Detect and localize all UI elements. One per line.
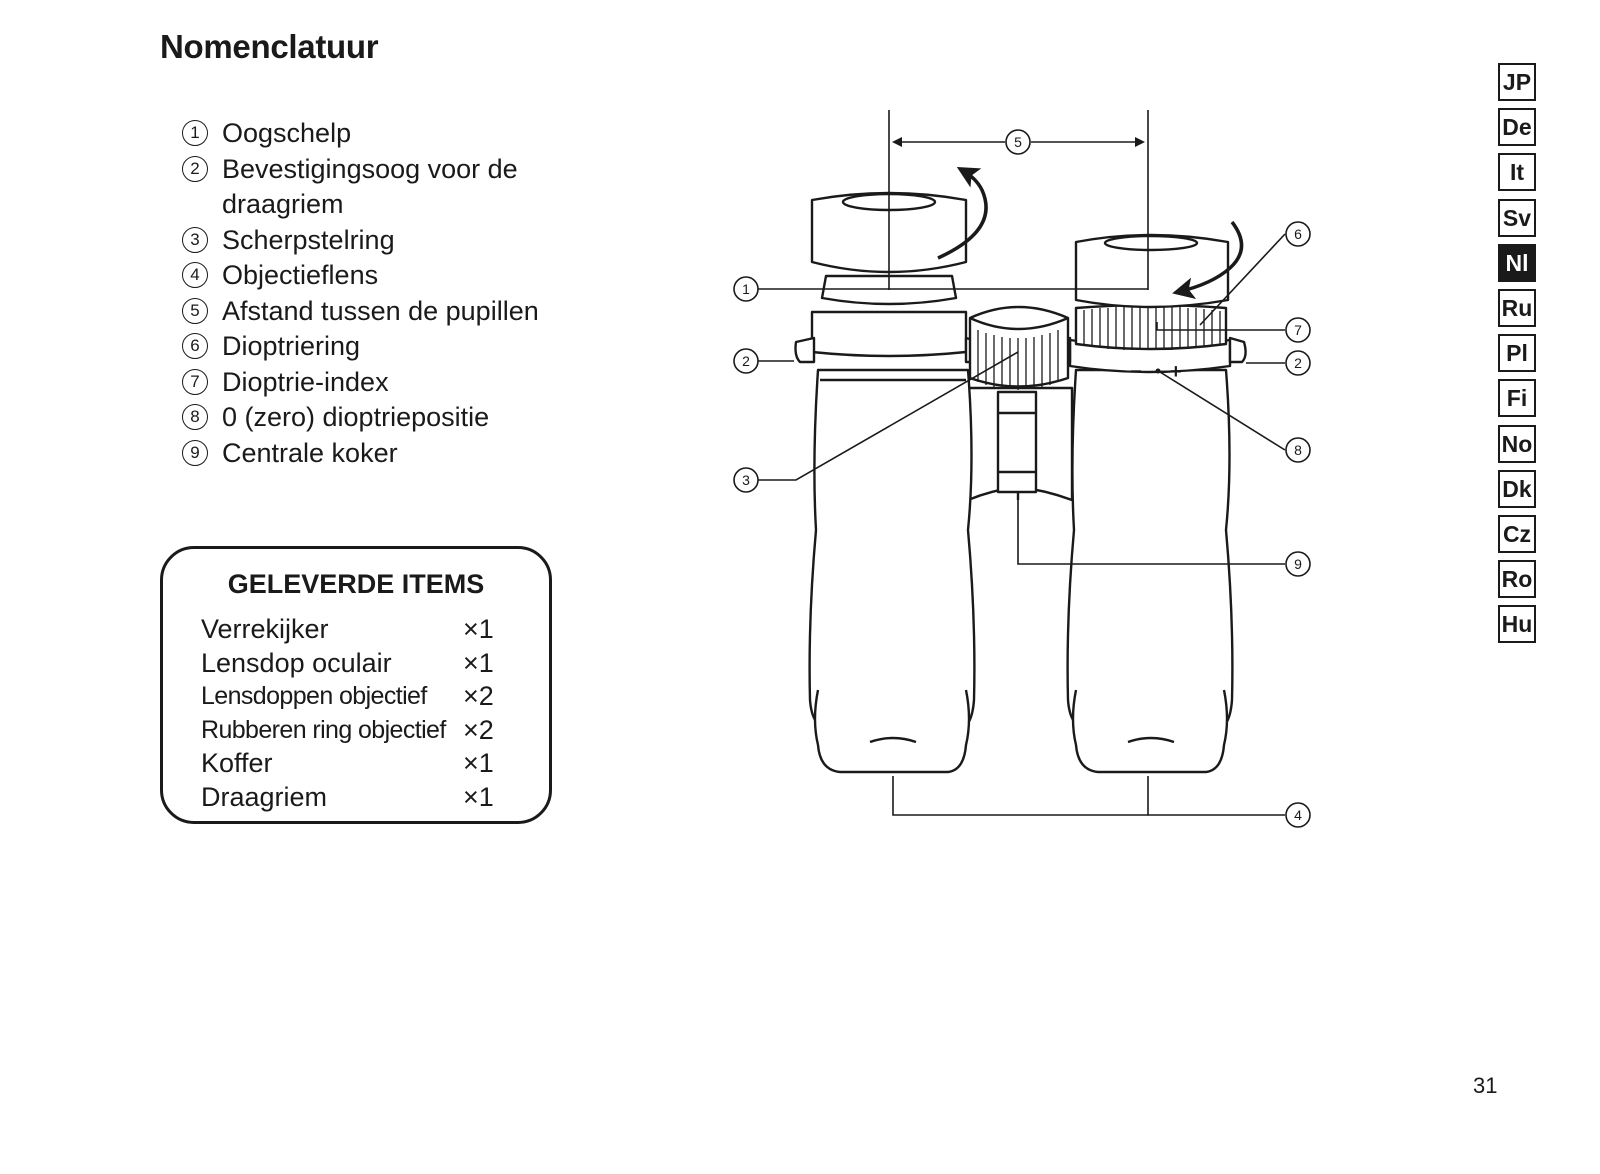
language-tab-sv[interactable]: Sv [1498, 198, 1536, 237]
part-label: Scherpstelring [222, 224, 395, 255]
part-label: Oogschelp [222, 118, 352, 148]
callout-3: 3 [742, 472, 750, 488]
parts-list-item: 5 Afstand tussen de pupillen [182, 294, 582, 330]
item-name: Verrekijker [201, 614, 329, 644]
parts-list-item: 9 Centrale koker [182, 436, 582, 472]
binoculars-diagram: − + 5 1 2 3 6 7 2 8 9 4 [733, 110, 1311, 828]
callout-9-circle [1285, 551, 1311, 577]
parts-list: 1 Oogschelp 2 Bevestigingsoog voor de draa… [182, 116, 582, 471]
circled-number: 8 [182, 404, 208, 430]
parts-list-item: 2 Bevestigingsoog voor de draagriem [182, 152, 582, 223]
supplied-items-table: Verrekijker ×1 Lensdop oculair ×1 Lensdopp… [201, 613, 494, 814]
item-qty: ×2 [463, 681, 494, 711]
circled-number: 1 [182, 120, 208, 146]
item-name: Koffer [201, 748, 273, 778]
part-label: Centrale koker [222, 437, 398, 468]
callout-8: 8 [1294, 442, 1302, 458]
language-tab-ru[interactable]: Ru [1498, 288, 1536, 327]
table-row: Lensdoppen objectief ×2 [201, 680, 494, 714]
callout-6-circle [1285, 221, 1311, 247]
callout-2-left-circle [733, 348, 759, 374]
circled-number: 9 [182, 439, 208, 466]
circled-number: 6 [182, 333, 208, 359]
callout-5: 5 [1014, 134, 1022, 150]
callout-5-circle [1005, 129, 1031, 155]
callout-4: 4 [1294, 807, 1302, 823]
item-name: Lensdoppen objectief [201, 682, 427, 710]
callout-2-right: 2 [1294, 355, 1302, 371]
language-tab-fi[interactable]: Fi [1498, 379, 1536, 418]
callout-4-circle [1285, 802, 1311, 828]
item-qty: ×1 [463, 748, 494, 778]
table-row: Verrekijker ×1 [201, 613, 494, 647]
parts-list-item: 1 Oogschelp [182, 116, 582, 152]
item-qty: ×2 [463, 714, 494, 745]
callout-2-left: 2 [742, 353, 750, 369]
language-tab-cz[interactable]: Cz [1498, 514, 1536, 553]
circled-number: 3 [182, 226, 208, 253]
supplied-items-box: GELEVERDE ITEMS Verrekijker ×1 Lensdop oc… [160, 546, 552, 824]
language-tab-ro[interactable]: Ro [1498, 560, 1536, 599]
language-tabs: JP De It Sv Nl Ru Pl Fi No Dk Cz Ro Hu [1498, 63, 1536, 650]
callout-7-circle [1285, 317, 1311, 343]
callout-2-right-circle [1285, 350, 1311, 376]
callout-7: 7 [1294, 322, 1302, 338]
parts-list-item: 4 Objectieflens [182, 258, 582, 294]
callout-8-circle [1285, 437, 1311, 463]
circled-number: 7 [182, 368, 208, 395]
plus-sign: + [1170, 361, 1182, 383]
language-tab-de[interactable]: De [1498, 108, 1536, 147]
page-title: Nomenclatuur [160, 28, 379, 65]
focus-wheel [968, 305, 1070, 388]
callout-1-circle [733, 276, 759, 302]
item-name: Rubberen ring objectief [201, 715, 446, 744]
language-tab-jp[interactable]: JP [1498, 63, 1536, 101]
page-number: 31 [1473, 1073, 1498, 1098]
part-label: 0 (zero) dioptriepositie [222, 402, 490, 432]
part-label: Bevestigingsoog voor de draagriem [222, 153, 518, 220]
table-row: Koffer ×1 [201, 747, 494, 781]
table-row: Rubberen ring objectief ×2 [201, 714, 494, 748]
language-tab-no[interactable]: No [1498, 424, 1536, 463]
language-tab-nl[interactable]: Nl [1498, 243, 1536, 282]
part-label: Dioptrie-index [222, 366, 389, 397]
part-label: Afstand tussen de pupillen [222, 295, 539, 326]
table-row: Lensdop oculair ×1 [201, 647, 494, 681]
minus-sign: − [1130, 361, 1142, 383]
eyecup-rotate-arrow [937, 167, 988, 260]
circled-number: 2 [182, 155, 208, 182]
circled-number: 5 [182, 297, 208, 324]
part-label: Objectieflens [222, 260, 379, 290]
right-barrel [1066, 368, 1234, 732]
callout-3-circle [733, 467, 759, 493]
language-tab-pl[interactable]: Pl [1498, 334, 1536, 373]
item-name: Lensdop oculair [201, 647, 392, 678]
item-qty: ×1 [463, 781, 494, 812]
circled-number: 4 [182, 262, 208, 288]
parts-list-item: 3 Scherpstelring [182, 223, 582, 259]
part-label: Dioptriering [222, 331, 361, 361]
language-tab-it[interactable]: It [1498, 153, 1536, 192]
supplied-items-title: GELEVERDE ITEMS [227, 569, 485, 599]
parts-list-item: 6 Dioptriering [182, 329, 582, 365]
item-name: Draagriem [201, 781, 328, 812]
central-tube [996, 390, 1038, 494]
callout-1: 1 [742, 281, 750, 297]
item-qty: ×1 [463, 614, 494, 644]
parts-list-item: 8 0 (zero) dioptriepositie [182, 400, 582, 436]
table-row: Draagriem ×1 [201, 781, 494, 815]
callout-9: 9 [1294, 556, 1302, 572]
item-qty: ×1 [463, 647, 494, 678]
callout-6: 6 [1294, 226, 1302, 242]
parts-list-item: 7 Dioptrie-index [182, 365, 582, 401]
language-tab-dk[interactable]: Dk [1498, 469, 1536, 508]
language-tab-hu[interactable]: Hu [1498, 605, 1536, 644]
eyecup-rotate-arrow-right [1172, 220, 1244, 300]
